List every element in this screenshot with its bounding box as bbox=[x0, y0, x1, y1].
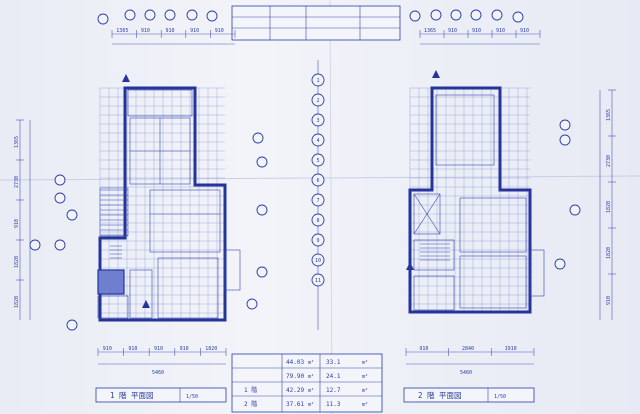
area-row-sqm: 79.90 bbox=[286, 373, 304, 380]
area-row-tsubo: 12.7 bbox=[326, 387, 341, 394]
dimension-label: 910 bbox=[128, 346, 137, 352]
dimension-label: 910 bbox=[154, 346, 163, 352]
axis-marker bbox=[311, 113, 325, 127]
dimension-label: 2730 bbox=[14, 176, 20, 188]
area-row-unit: m² bbox=[308, 388, 314, 394]
axis-marker-label: 10 bbox=[315, 258, 321, 264]
axis-marker-label: 6 bbox=[316, 178, 319, 184]
dimension-label: 910 bbox=[141, 28, 150, 34]
dimension-label: 910 bbox=[472, 28, 481, 34]
dimension-label: 1365 bbox=[14, 136, 20, 148]
axis-marker-label: 7 bbox=[316, 198, 319, 204]
area-row-label: 2 階 bbox=[244, 400, 257, 408]
axis-marker bbox=[311, 233, 325, 247]
floor1-scale: 1/50 bbox=[186, 394, 198, 400]
dimension-total: 5460 bbox=[152, 370, 164, 376]
area-row-unit: m² bbox=[308, 402, 314, 408]
axis-marker bbox=[311, 173, 325, 187]
floor2-plan: 1365 910 910 910 910 910 2840 1910 5460 1365 273… bbox=[405, 28, 616, 376]
axis-marker-label: 5 bbox=[316, 158, 319, 164]
floor2-title-block: 2 階 平面図 1/50 bbox=[403, 387, 535, 403]
floor1-plan: 1365 910 910 910 910 bbox=[14, 28, 268, 376]
axis-marker-label: 1 bbox=[316, 78, 319, 84]
top-markers-right bbox=[409, 9, 524, 23]
area-table: 44.03 m² 33.1 m² 79.90 m² 24.1 m² 1 階 42.29 m² 12.7… bbox=[231, 353, 383, 413]
dimension-label: 910 bbox=[520, 28, 529, 34]
area-row-unit: m² bbox=[308, 374, 314, 380]
dimension-label: 1820 bbox=[606, 247, 612, 259]
area-row-label: 1 階 bbox=[244, 386, 257, 394]
axis-marker bbox=[311, 213, 325, 227]
dimension-label: 2730 bbox=[606, 155, 612, 167]
axis-marker bbox=[311, 153, 325, 167]
area-row-unit: m² bbox=[362, 388, 368, 394]
axis-marker-label: 3 bbox=[316, 118, 319, 124]
area-row-tsubo: 33.1 bbox=[326, 359, 341, 366]
area-row-tsubo: 11.3 bbox=[326, 401, 341, 408]
dimension-label: 1820 bbox=[606, 201, 612, 213]
dimension-label: 1910 bbox=[505, 346, 517, 352]
area-row-sqm: 42.29 bbox=[286, 387, 304, 394]
dimension-total: 5460 bbox=[460, 370, 472, 376]
dimension-label: 910 bbox=[14, 219, 20, 228]
dimension-label: 910 bbox=[180, 346, 189, 352]
area-row-unit: m² bbox=[362, 402, 368, 408]
dimension-label: 1365 bbox=[116, 28, 128, 34]
axis-marker bbox=[311, 133, 325, 147]
dimension-label: 1365 bbox=[606, 109, 612, 121]
axis-marker bbox=[311, 73, 325, 87]
center-grid-axis: 1 2 3 4 5 6 7 8 9 10 11 bbox=[311, 60, 325, 330]
axis-marker-label: 9 bbox=[316, 238, 319, 244]
header-table bbox=[231, 5, 401, 41]
area-row-unit: m² bbox=[362, 360, 368, 366]
floor1-title-block: 1 階 平面図 1/50 bbox=[95, 387, 227, 403]
dimension-label: 1820 bbox=[205, 346, 217, 352]
area-row-sqm: 44.03 bbox=[286, 359, 304, 366]
dimension-label: 1820 bbox=[14, 256, 20, 268]
dimension-label: 1365 bbox=[424, 28, 436, 34]
floor2-title: 2 階 平面図 bbox=[418, 390, 462, 400]
dimension-label: 910 bbox=[166, 28, 175, 34]
area-row-tsubo: 24.1 bbox=[326, 373, 341, 380]
floor2-scale: 1/50 bbox=[494, 394, 506, 400]
axis-marker-label: 8 bbox=[316, 218, 319, 224]
area-row-unit: m² bbox=[308, 360, 314, 366]
dimension-label: 910 bbox=[419, 346, 428, 352]
axis-marker-label: 4 bbox=[316, 138, 319, 144]
dimension-label: 910 bbox=[448, 28, 457, 34]
dimension-label: 910 bbox=[215, 28, 224, 34]
paper-fold bbox=[329, 0, 333, 414]
dimension-label: 2840 bbox=[462, 346, 474, 352]
axis-marker-label: 11 bbox=[315, 278, 321, 284]
dimension-label: 910 bbox=[606, 296, 612, 305]
dimension-label: 910 bbox=[103, 346, 112, 352]
top-markers-left bbox=[97, 9, 218, 25]
axis-marker bbox=[311, 273, 325, 287]
axis-marker-label: 2 bbox=[316, 98, 319, 104]
area-row-sqm: 37.61 bbox=[286, 401, 304, 408]
dimension-label: 910 bbox=[190, 28, 199, 34]
area-row-unit: m² bbox=[362, 374, 368, 380]
bath-area bbox=[97, 269, 125, 295]
axis-marker bbox=[311, 193, 325, 207]
dimension-label: 1820 bbox=[14, 296, 20, 308]
floor1-title: 1 階 平面図 bbox=[110, 390, 154, 400]
axis-marker bbox=[311, 93, 325, 107]
dimension-label: 910 bbox=[496, 28, 505, 34]
axis-marker bbox=[311, 253, 325, 267]
